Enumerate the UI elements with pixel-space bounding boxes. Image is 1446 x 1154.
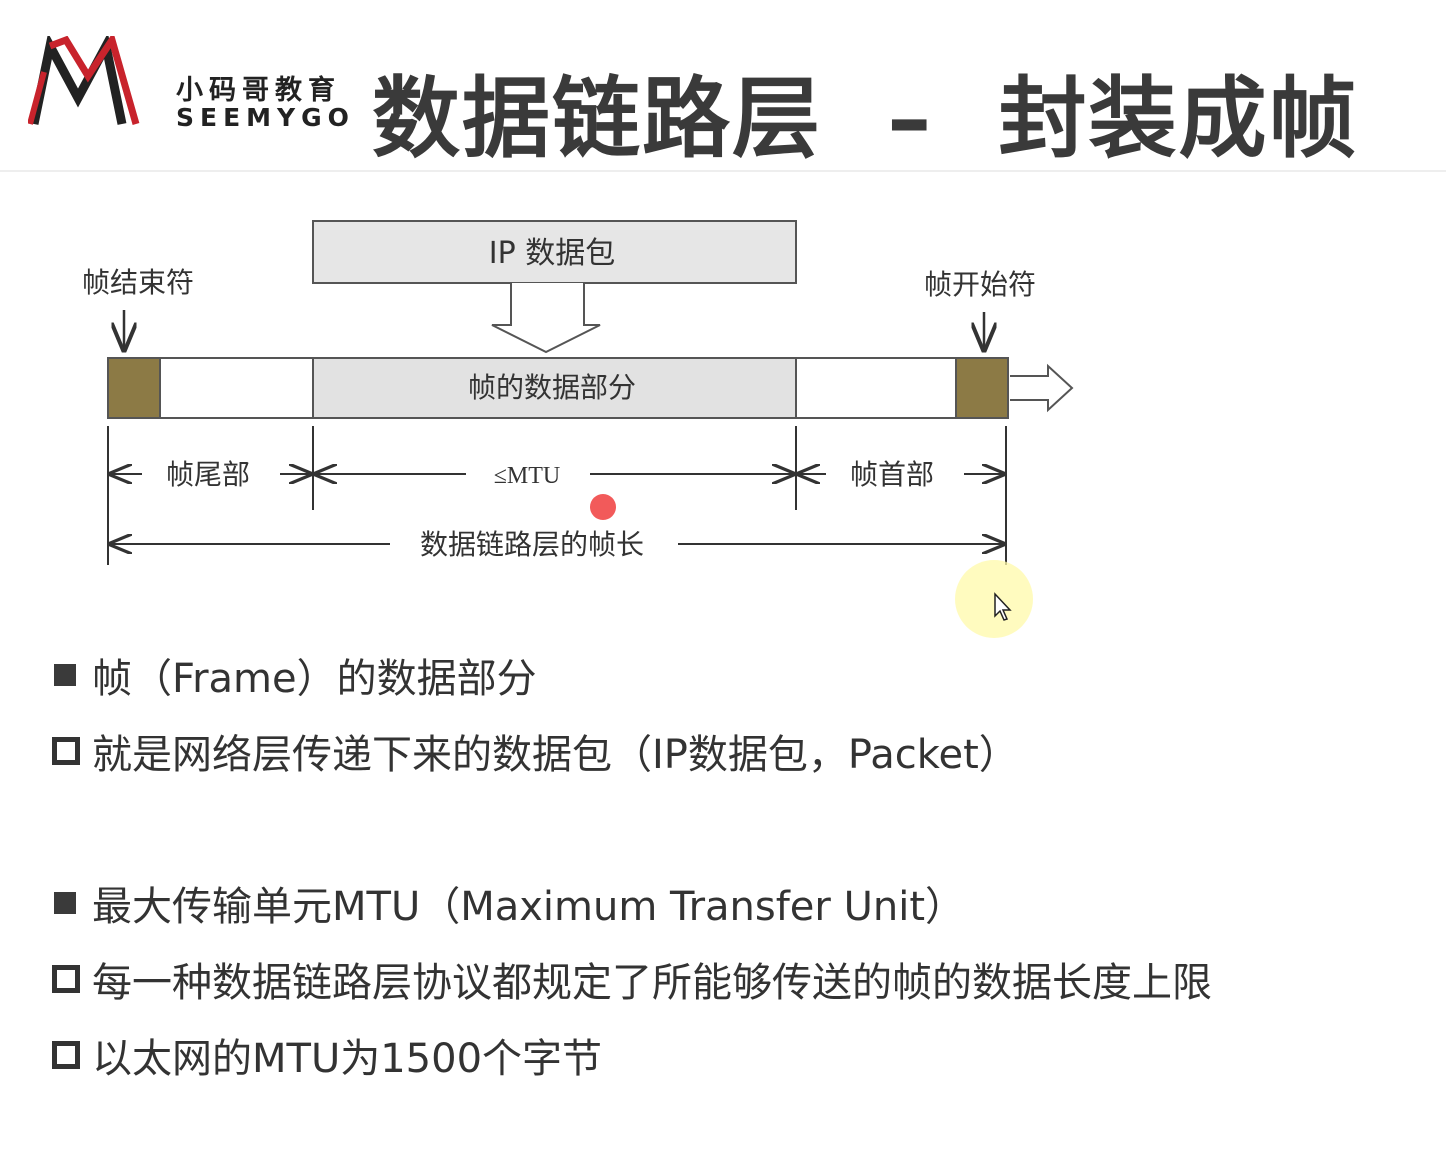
ip-packet-label: IP 数据包 (489, 236, 615, 271)
frame-diagram: IP 数据包 帧的数据部分 帧结束符 帧开始符 帧尾部 ≤MTU 帧首部 数据链… (82, 220, 1074, 565)
filled-square-icon (54, 664, 76, 686)
logo-chinese-text: 小码哥教育 (176, 75, 341, 106)
bullet-item-frame: 帧（Frame）的数据部分 (52, 646, 537, 704)
frame-start-delimiter (955, 357, 1009, 419)
bullet-item-packet: 就是网络层传递下来的数据包（IP数据包，Packet） (52, 722, 1019, 780)
logo-english-text: SEEMYGO (176, 103, 355, 132)
hollow-square-icon (52, 737, 80, 765)
down-arrow-icon (491, 283, 601, 354)
bullet-text: 每一种数据链路层协议都规定了所能够传送的帧的数据长度上限 (92, 960, 1212, 1006)
bullet-text: 以太网的MTU为1500个字节 (92, 1036, 603, 1082)
bullet-item-mtu: 最大传输单元MTU（Maximum Transfer Unit） (52, 874, 965, 932)
cursor-highlight (955, 560, 1033, 638)
page-title: 数据链路层 – 封装成帧 (372, 67, 1359, 170)
filled-square-icon (54, 892, 76, 914)
frame-data-box (312, 357, 797, 419)
bullet-text: 最大传输单元MTU（Maximum Transfer Unit） (92, 884, 966, 930)
ip-packet-box (312, 220, 797, 284)
bullet-text: 帧（Frame）的数据部分 (92, 656, 537, 702)
frame-length-label: 数据链路层的帧长 (420, 528, 644, 561)
frame-start-label: 帧开始符 (924, 268, 1036, 301)
hollow-square-icon (52, 1041, 80, 1069)
header: 小码哥教育 SEEMYGO 数据链路层 – 封装成帧 (0, 0, 1446, 172)
frame-end-label: 帧结束符 (82, 266, 194, 299)
right-arrow-icon (1010, 363, 1074, 413)
bullet-item-protocol-limit: 每一种数据链路层协议都规定了所能够传送的帧的数据长度上限 (52, 950, 1212, 1008)
frame-data-label: 帧的数据部分 (468, 371, 636, 404)
frame-head-label: 帧首部 (850, 458, 934, 491)
bullet-item-ethernet: 以太网的MTU为1500个字节 (52, 1026, 602, 1084)
mouse-cursor-icon (994, 592, 1012, 621)
hollow-square-icon (52, 965, 80, 993)
logo-m-icon (27, 31, 140, 125)
frame-tail-label: 帧尾部 (166, 458, 250, 491)
mtu-label: ≤MTU (494, 463, 561, 489)
logo: 小码哥教育 SEEMYGO (27, 31, 349, 136)
laser-pointer-dot (590, 494, 616, 520)
bullet-text: 就是网络层传递下来的数据包（IP数据包，Packet） (92, 732, 1019, 778)
frame-end-delimiter (107, 357, 161, 419)
